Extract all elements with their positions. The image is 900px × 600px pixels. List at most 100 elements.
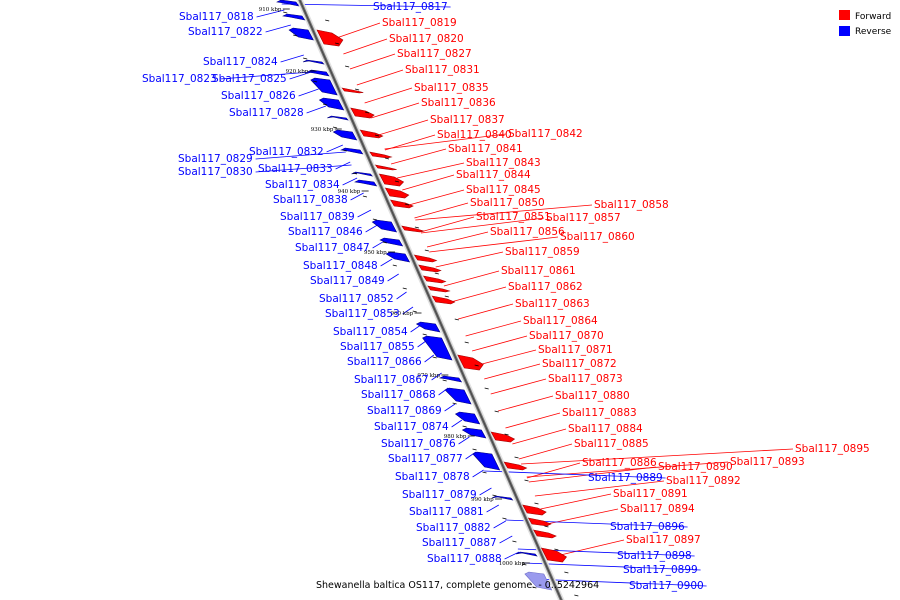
reverse-gene-label[interactable]: Sbal117_0852 (319, 293, 394, 305)
reverse-gene-label[interactable]: Sbal117_0846 (288, 226, 363, 238)
reverse-gene-label[interactable]: Sbal117_0817 (373, 1, 448, 13)
forward-gene-label[interactable]: Sbal117_0892 (666, 475, 741, 487)
reverse-gene-label[interactable]: Sbal117_0832 (249, 146, 324, 158)
reverse-gene-label[interactable]: Sbal117_0898 (617, 550, 692, 562)
reverse-gene-label[interactable]: Sbal117_0899 (623, 564, 698, 576)
reverse-gene-label[interactable]: Sbal117_0854 (333, 326, 408, 338)
reverse-gene-arrow[interactable] (461, 427, 487, 439)
forward-gene-label[interactable]: Sbal117_0885 (574, 438, 649, 450)
forward-gene-arrow[interactable] (540, 547, 567, 563)
reverse-gene-label[interactable]: Sbal117_0869 (367, 405, 442, 417)
forward-gene-arrow[interactable] (427, 285, 451, 293)
reverse-gene-label[interactable]: Sbal117_0868 (361, 389, 436, 401)
reverse-gene-label[interactable]: Sbal117_0828 (229, 107, 304, 119)
reverse-gene-label[interactable]: Sbal117_0838 (273, 194, 348, 206)
reverse-gene-arrow[interactable] (318, 97, 345, 111)
reverse-gene-arrow[interactable] (310, 77, 338, 96)
reverse-gene-label[interactable]: Sbal117_0848 (303, 260, 378, 272)
forward-gene-label[interactable]: Sbal117_0845 (466, 184, 541, 196)
forward-gene-label[interactable]: Sbal117_0861 (501, 265, 576, 277)
reverse-gene-label[interactable]: Sbal117_0824 (203, 56, 278, 68)
reverse-gene-label[interactable]: Sbal117_0882 (416, 522, 491, 534)
forward-gene-label[interactable]: Sbal117_0840 (437, 129, 512, 141)
forward-gene-label[interactable]: Sbal117_0837 (430, 114, 505, 126)
reverse-gene-arrow[interactable] (472, 451, 501, 471)
reverse-gene-label[interactable]: Sbal117_0887 (422, 537, 497, 549)
reverse-gene-label[interactable]: Sbal117_0888 (427, 553, 502, 565)
forward-gene-arrow[interactable] (384, 187, 410, 199)
reverse-gene-arrow[interactable] (422, 335, 453, 361)
forward-gene-label[interactable]: Sbal117_0864 (523, 315, 598, 327)
reverse-gene-label[interactable]: Sbal117_0849 (310, 275, 385, 287)
forward-gene-label[interactable]: Sbal117_0820 (389, 33, 464, 45)
forward-gene-label[interactable]: Sbal117_0894 (620, 503, 695, 515)
reverse-gene-label[interactable]: Sbal117_0866 (347, 356, 422, 368)
reverse-gene-arrow[interactable] (302, 59, 325, 65)
reverse-gene-label[interactable]: Sbal117_0879 (402, 489, 477, 501)
forward-gene-label[interactable]: Sbal117_0860 (560, 231, 635, 243)
forward-gene-label[interactable]: Sbal117_0841 (448, 143, 523, 155)
reverse-gene-arrow[interactable] (491, 495, 514, 501)
reverse-gene-arrow[interactable] (306, 69, 330, 77)
forward-gene-arrow[interactable] (378, 173, 405, 187)
reverse-gene-label[interactable]: Sbal117_0834 (265, 179, 340, 191)
forward-gene-arrow[interactable] (374, 164, 397, 171)
forward-gene-arrow[interactable] (390, 199, 414, 209)
forward-gene-arrow[interactable] (522, 504, 547, 516)
reverse-gene-arrow[interactable] (454, 411, 481, 425)
reverse-gene-label[interactable]: Sbal117_0881 (409, 506, 484, 518)
forward-gene-label[interactable]: Sbal117_0858 (594, 199, 669, 211)
reverse-gene-label[interactable]: Sbal117_0826 (221, 90, 296, 102)
forward-gene-arrow[interactable] (369, 151, 393, 159)
reverse-gene-arrow[interactable] (282, 13, 306, 21)
reverse-gene-arrow[interactable] (351, 171, 374, 177)
forward-gene-label[interactable]: Sbal117_0842 (508, 128, 583, 140)
forward-gene-label[interactable]: Sbal117_0819 (382, 17, 457, 29)
forward-gene-arrow[interactable] (341, 87, 364, 94)
forward-gene-label[interactable]: Sbal117_0827 (397, 48, 472, 60)
forward-gene-label[interactable]: Sbal117_0886 (582, 457, 657, 469)
forward-gene-label[interactable]: Sbal117_0890 (658, 461, 733, 473)
forward-gene-label[interactable]: Sbal117_0859 (505, 246, 580, 258)
reverse-gene-arrow[interactable] (524, 571, 553, 591)
forward-gene-label[interactable]: Sbal117_0883 (562, 407, 637, 419)
reverse-gene-arrow[interactable] (354, 179, 378, 187)
forward-gene-arrow[interactable] (422, 275, 447, 284)
reverse-gene-arrow[interactable] (332, 129, 358, 141)
forward-gene-label[interactable]: Sbal117_0850 (470, 197, 545, 209)
forward-gene-label[interactable]: Sbal117_0835 (414, 82, 489, 94)
reverse-gene-arrow[interactable] (371, 219, 398, 233)
forward-gene-label[interactable]: Sbal117_0862 (508, 281, 583, 293)
reverse-gene-label[interactable]: Sbal117_0889 (588, 472, 663, 484)
forward-gene-arrow[interactable] (418, 264, 442, 273)
reverse-gene-label[interactable]: Sbal117_0877 (388, 453, 463, 465)
reverse-gene-label[interactable]: Sbal117_0855 (340, 341, 415, 353)
reverse-gene-label[interactable]: Sbal117_0878 (395, 471, 470, 483)
reverse-gene-label[interactable]: Sbal117_0818 (179, 11, 254, 23)
forward-gene-label[interactable]: Sbal117_0870 (529, 330, 604, 342)
forward-gene-label[interactable]: Sbal117_0895 (795, 443, 870, 455)
reverse-gene-arrow[interactable] (438, 375, 463, 383)
forward-gene-arrow[interactable] (527, 517, 552, 527)
forward-gene-arrow[interactable] (533, 529, 557, 539)
reverse-gene-label[interactable]: Sbal117_0825 (212, 73, 287, 85)
reverse-gene-label[interactable]: Sbal117_0847 (295, 242, 370, 254)
reverse-gene-label[interactable]: Sbal117_0822 (188, 26, 263, 38)
forward-gene-label[interactable]: Sbal117_0897 (626, 534, 701, 546)
forward-gene-label[interactable]: Sbal117_0871 (538, 344, 613, 356)
forward-gene-arrow[interactable] (401, 225, 425, 233)
reverse-gene-arrow[interactable] (276, 0, 300, 7)
forward-gene-arrow[interactable] (457, 354, 484, 371)
reverse-gene-arrow[interactable] (340, 147, 364, 155)
reverse-gene-label[interactable]: Sbal117_0853 (325, 308, 400, 320)
reverse-gene-arrow[interactable] (516, 551, 538, 557)
forward-gene-label[interactable]: Sbal117_0836 (421, 97, 496, 109)
forward-gene-arrow[interactable] (350, 107, 375, 119)
forward-gene-label[interactable]: Sbal117_0851 (476, 211, 551, 223)
forward-gene-arrow[interactable] (490, 431, 516, 443)
forward-gene-arrow[interactable] (503, 461, 528, 471)
forward-gene-label[interactable]: Sbal117_0880 (555, 390, 630, 402)
reverse-gene-label[interactable]: Sbal117_0823 (142, 73, 217, 85)
reverse-gene-arrow[interactable] (444, 387, 472, 405)
reverse-gene-label[interactable]: Sbal117_0830 (178, 166, 253, 178)
